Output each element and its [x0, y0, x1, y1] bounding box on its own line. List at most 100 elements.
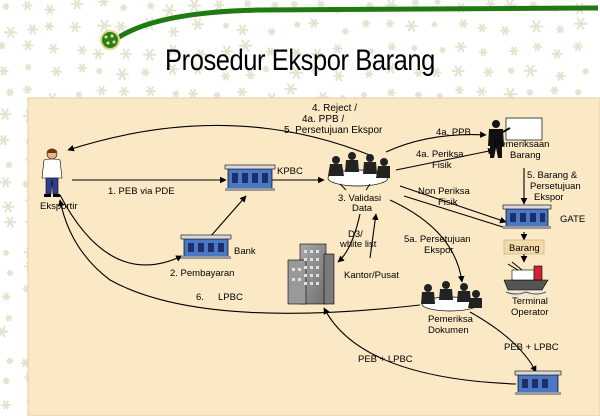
pattern-flake-icon — [387, 88, 396, 97]
label-reject-line2: 4a. PPB / — [302, 114, 344, 125]
pattern-flake-icon — [341, 27, 349, 36]
label-barang: Barang — [509, 243, 540, 254]
arrow-kantor-pusat — [369, 213, 379, 259]
pattern-flake-icon — [27, 24, 38, 35]
pattern-flake-icon — [529, 20, 544, 33]
pattern-flake-icon — [455, 85, 464, 95]
pattern-flake-icon — [172, 90, 179, 98]
label-reject-line3: 5. Persetujuan Ekspor — [284, 125, 383, 136]
pemeriksa-dokumen-icon — [421, 281, 482, 312]
pattern-flake-icon — [311, 66, 321, 75]
label-pemeriksaan-line2: Barang — [510, 150, 541, 161]
pattern-flake-icon — [146, 2, 155, 10]
pattern-flake-icon — [582, 68, 589, 75]
label-pembayaran: 2. Pembayaran — [170, 268, 234, 279]
kpbc-building-icon — [224, 164, 276, 191]
pattern-flake-icon — [70, 0, 84, 10]
pattern-flake-icon — [162, 3, 177, 17]
slide-title: Prosedur Ekspor Barang — [165, 44, 435, 77]
label-kantor-pusat: Kantor/Pusat — [344, 270, 399, 281]
pattern-flake-icon — [477, 23, 487, 33]
pattern-flake-icon — [44, 4, 56, 15]
pattern-flake-icon — [291, 47, 302, 58]
pattern-flake-icon — [500, 25, 510, 36]
pemeriksaan-person-icon — [488, 117, 543, 158]
pattern-flake-icon — [6, 357, 13, 365]
label-gate: GATE — [560, 214, 585, 225]
pattern-flake-icon — [550, 86, 559, 95]
pattern-flake-icon — [51, 66, 62, 77]
pattern-flake-icon — [367, 47, 375, 56]
pattern-flake-icon — [289, 66, 304, 80]
pattern-flake-icon — [48, 43, 59, 54]
pattern-flake-icon — [0, 108, 12, 121]
title-bar-knob-dot — [112, 40, 116, 44]
arrow-persetujuan-5a — [389, 199, 465, 283]
pattern-flake-icon — [1, 400, 11, 410]
pattern-flake-icon — [145, 86, 157, 97]
pattern-flake-icon — [574, 17, 588, 30]
pattern-flake-icon — [361, 19, 371, 28]
pattern-flake-icon — [431, 67, 442, 78]
label-non-periksa-line2: Fisik — [438, 197, 458, 208]
pattern-flake-icon — [5, 88, 14, 97]
pattern-flake-icon — [316, 0, 326, 9]
title-bar-knob — [100, 30, 120, 50]
pattern-flake-icon — [221, 72, 231, 81]
title-bar-knob-dot — [106, 41, 110, 45]
pattern-flake-icon — [574, 88, 582, 96]
pattern-flake-icon — [451, 64, 465, 77]
label-barang-persetujuan-line1: 5. Barang & — [527, 170, 578, 181]
pattern-flake-icon — [2, 201, 15, 213]
label-pemeriksa-line2: Dokumen — [428, 325, 469, 336]
pattern-flake-icon — [284, 83, 298, 96]
pattern-flake-icon — [4, 26, 18, 39]
pattern-flake-icon — [191, 18, 204, 31]
pattern-flake-icon — [458, 19, 468, 29]
arrow-pembayaran — [59, 194, 183, 266]
kantor-pusat-tower-icon — [287, 243, 335, 305]
barang-box — [503, 239, 545, 255]
label-terminal-line1: Terminal — [512, 296, 548, 307]
gate-building-icon — [502, 204, 552, 229]
pattern-flake-icon — [69, 21, 81, 33]
label-peb-lpbc-right: PEB + LPBC — [504, 342, 559, 353]
pattern-flake-icon — [0, 134, 9, 146]
pattern-flake-icon — [238, 39, 253, 53]
pattern-flake-icon — [333, 70, 345, 82]
pattern-flake-icon — [479, 48, 488, 57]
pattern-flake-icon — [188, 89, 198, 99]
pattern-flake-icon — [5, 161, 13, 169]
pattern-flake-icon — [311, 48, 324, 60]
label-ppb-4a: 4a. PPB — [436, 127, 471, 138]
pattern-flake-icon — [75, 91, 83, 98]
arrow-non-periksa-fisik — [399, 185, 507, 224]
pattern-flake-icon — [483, 67, 494, 78]
pattern-flake-icon — [0, 66, 9, 76]
arrow-reject-to-eksportir — [67, 124, 373, 157]
pattern-flake-icon — [236, 24, 249, 36]
pattern-flake-icon — [385, 19, 395, 28]
label-periksa-fisik-line2: Fisik — [432, 160, 452, 171]
pattern-flake-icon — [96, 67, 103, 75]
pattern-flake-icon — [25, 63, 32, 71]
arrow-d3-whitelist — [337, 213, 361, 263]
validasi-meeting-icon — [327, 152, 390, 191]
pattern-flake-icon — [44, 21, 54, 31]
pattern-flake-icon — [262, 65, 270, 73]
label-barang-persetujuan-line2: Persetujuan — [530, 181, 581, 192]
pattern-flake-icon — [222, 22, 230, 29]
title-bar-knob-dot — [110, 34, 114, 38]
arrow-ppb-to-pemeriksaan — [385, 131, 487, 153]
pattern-flake-icon — [0, 41, 6, 50]
pattern-flake-icon — [187, 0, 202, 12]
pattern-flake-icon — [364, 70, 374, 79]
pattern-flake-icon — [2, 292, 11, 301]
terminal-ship-icon — [503, 261, 549, 295]
label-validasi-line1: 3. Validasi — [338, 193, 381, 204]
label-eksportir: Eksportir — [40, 201, 77, 212]
pattern-flake-icon — [439, 46, 446, 54]
label-barang-persetujuan-line3: Ekspor — [534, 192, 564, 203]
label-lpbc: LPBC — [218, 292, 243, 303]
